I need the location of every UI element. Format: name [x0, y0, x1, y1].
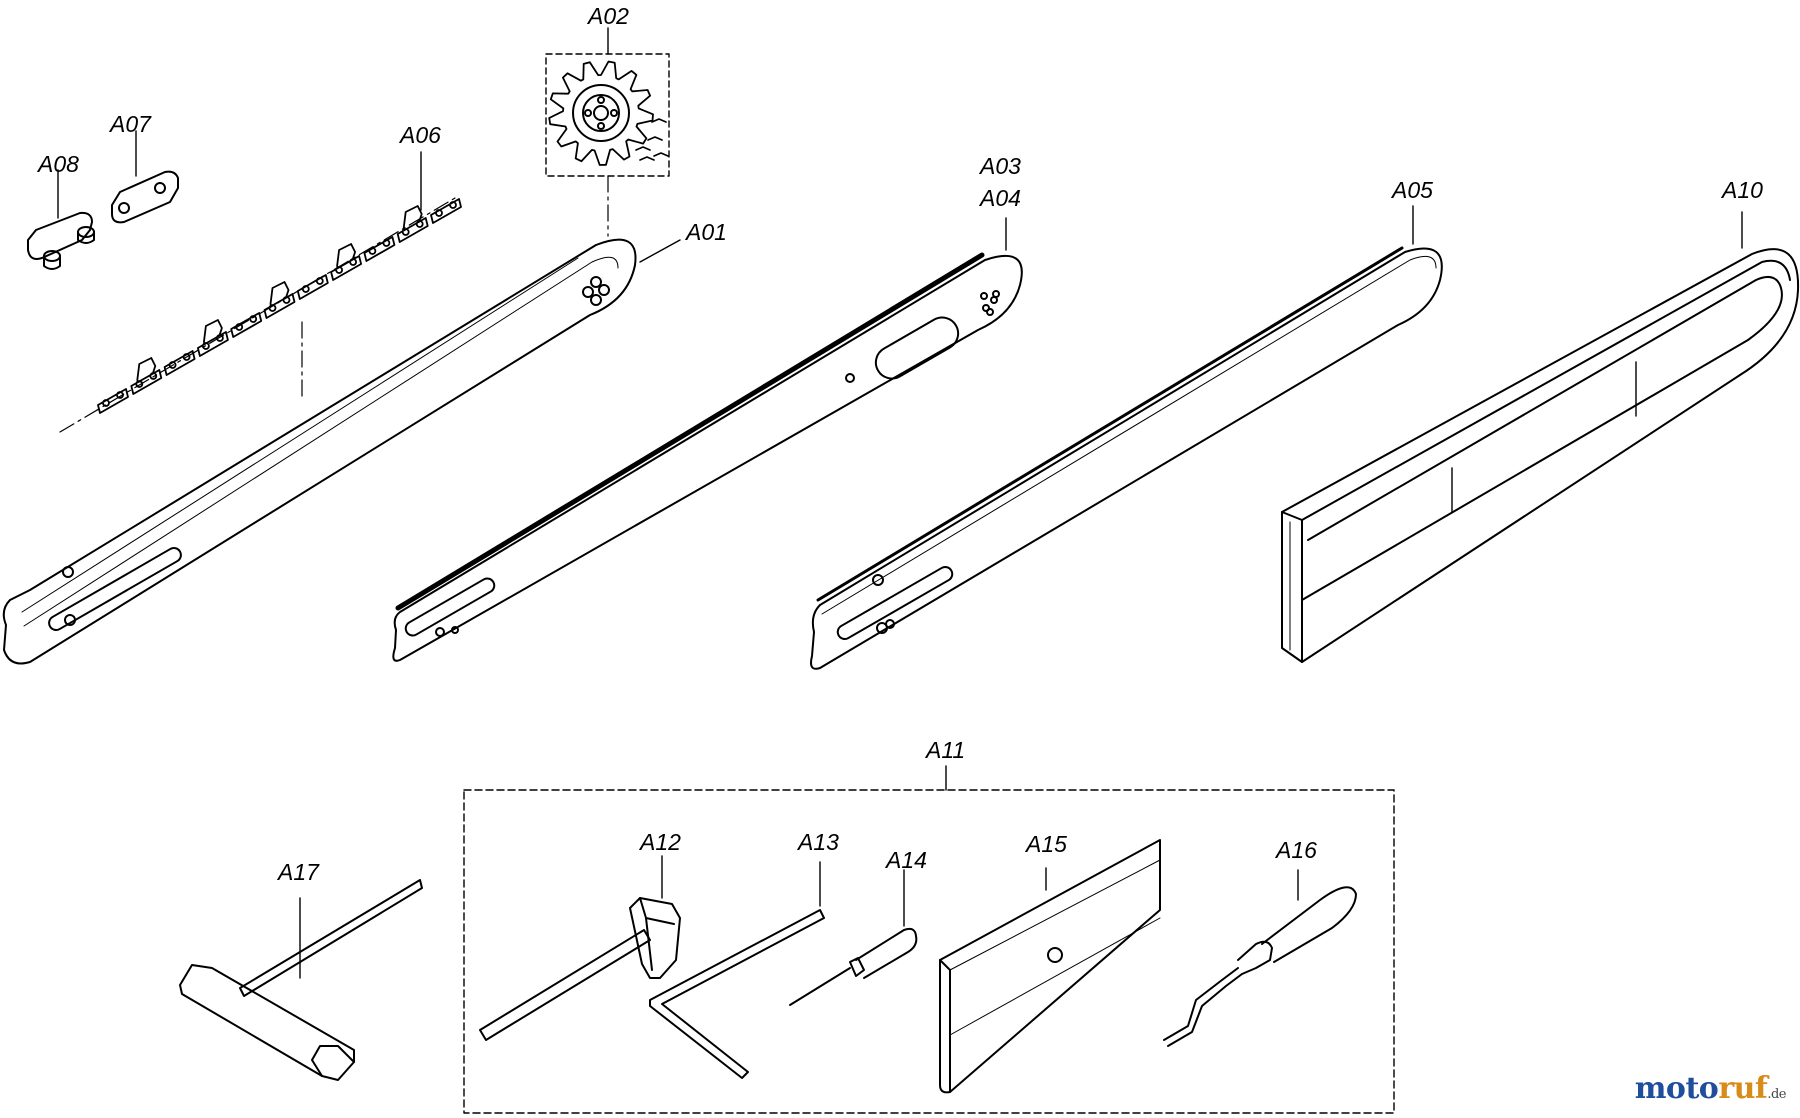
label-a02: A02 — [586, 3, 629, 29]
label-a07: A07 — [108, 111, 152, 137]
label-a08: A08 — [36, 151, 79, 177]
guide-bar-a05 — [810, 205, 1443, 670]
file-handle-a16 — [1163, 869, 1357, 1047]
label-a05: A05 — [1390, 177, 1433, 203]
hex-key-a13 — [649, 861, 825, 1079]
t-wrench-a17 — [179, 879, 423, 1081]
watermark-part2: ruf — [1718, 1071, 1768, 1106]
label-a16: A16 — [1274, 837, 1317, 863]
saw-chain-a06 — [59, 151, 462, 433]
label-a15: A15 — [1024, 831, 1067, 857]
guide-bar-a03-a04 — [392, 217, 1023, 662]
label-a04: A04 — [978, 185, 1021, 211]
motoruf-watermark-logo: motoruf.de — [1634, 1071, 1787, 1106]
sprocket-rim-a02 — [545, 27, 670, 237]
label-a03: A03 — [978, 153, 1021, 179]
small-screwdriver-a14 — [789, 869, 918, 1006]
label-a17: A17 — [276, 859, 320, 885]
label-a01: A01 — [684, 219, 727, 245]
watermark-part1: moto — [1634, 1071, 1719, 1106]
bar-cover-a10 — [1281, 211, 1800, 663]
combination-wrench-a12 — [479, 855, 681, 1041]
label-a13: A13 — [796, 829, 839, 855]
file-guide-a15 — [939, 839, 1161, 1094]
watermark-suffix: .de — [1767, 1087, 1786, 1102]
label-a12: A12 — [638, 829, 681, 855]
rivet-link-a08 — [27, 169, 95, 270]
label-a10: A10 — [1720, 177, 1763, 203]
label-a14: A14 — [884, 847, 927, 873]
guide-bar-a01 — [2, 238, 681, 665]
label-a11: A11 — [924, 737, 965, 763]
chain-link-plate-a07 — [111, 130, 179, 224]
label-a06: A06 — [398, 122, 441, 148]
toolkit-box-a11 — [463, 765, 1395, 1114]
